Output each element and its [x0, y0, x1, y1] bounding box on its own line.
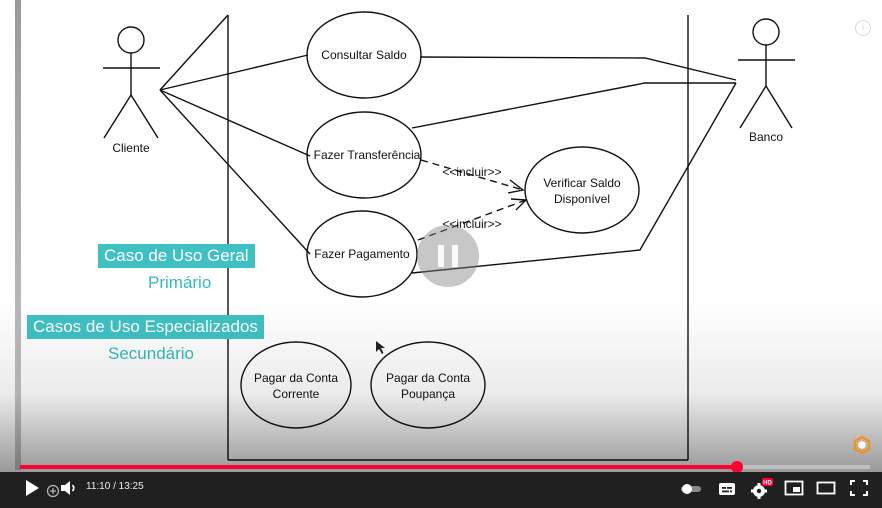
uc-transferencia-ellipse [306, 111, 422, 199]
uc-consultar-ellipse [306, 11, 422, 99]
uc-conta-poupanca-label-2: Poupança [401, 387, 455, 401]
assoc-cliente-consultar [159, 54, 309, 91]
miniplayer-icon[interactable] [784, 480, 804, 496]
uc-pagamento-label: Fazer Pagamento [314, 247, 410, 261]
include-transferencia-line [420, 159, 524, 191]
channel-logo-icon[interactable] [853, 436, 871, 454]
assoc-cliente-pagamento [159, 89, 311, 255]
uc-verificar-ellipse [524, 146, 640, 234]
time-display: 11:10 / 13:25 [86, 481, 144, 492]
uc-verificar-label-1: Verificar Saldo [543, 176, 621, 190]
info-icon[interactable]: i [855, 20, 871, 36]
time-current: 11:10 [86, 481, 111, 492]
uc-verificar-label-2: Disponível [554, 192, 610, 206]
uc-transferencia-label: Fazer Transferência [314, 148, 421, 162]
label-primario: Primário [148, 273, 212, 292]
assoc-banco-pagamento [411, 82, 737, 274]
actor-banco-figure [738, 18, 795, 129]
time-separator: / [110, 481, 119, 492]
actor-cliente-label: Cliente [112, 141, 150, 155]
time-total: 13:25 [118, 481, 144, 492]
actor-banco-label: Banco [749, 130, 783, 144]
uc-conta-poupanca-label-1: Pagar da Conta [386, 371, 470, 385]
hd-badge: HD [763, 481, 772, 487]
uc-consultar-label: Consultar Saldo [321, 48, 407, 62]
uc-conta-corrente-label-2: Corrente [273, 387, 320, 401]
assoc-banco-consultar [419, 56, 737, 81]
settings-icon[interactable]: HD [750, 478, 774, 500]
label-casos-especializados: Casos de Uso Especializados [27, 315, 264, 339]
assoc-cliente-top [159, 14, 229, 91]
uc-conta-corrente-ellipse [240, 341, 352, 429]
uc-pagamento-ellipse [306, 210, 418, 298]
player-controls: 11:10 / 13:25 HD [0, 472, 882, 508]
assoc-cliente-transferencia [159, 89, 311, 157]
include-label-pagamento: <<incluir>> [442, 217, 501, 231]
label-secundario: Secundário [108, 344, 195, 363]
progress-played [20, 465, 737, 469]
subtitles-icon[interactable] [718, 481, 736, 497]
autoplay-toggle-icon[interactable] [680, 483, 702, 495]
include-label-transferencia: <<incluir>> [442, 165, 501, 179]
include-pagamento-arrow [510, 198, 528, 211]
play-icon[interactable] [24, 479, 40, 497]
pause-bar-left [438, 245, 444, 267]
actor-cliente-figure [103, 26, 160, 139]
pause-overlay-button[interactable] [417, 225, 479, 287]
progress-bar[interactable] [20, 461, 870, 473]
progress-scrubber[interactable] [730, 461, 743, 473]
fullscreen-icon[interactable] [850, 480, 868, 496]
mouse-cursor-icon [376, 341, 385, 354]
theater-icon[interactable] [816, 480, 836, 496]
label-caso-uso-geral: Caso de Uso Geral [98, 244, 255, 268]
uc-conta-corrente-label-1: Pagar da Conta [254, 371, 338, 385]
video-left-edge [15, 0, 21, 470]
uc-conta-poupanca-ellipse [370, 341, 486, 429]
volume-icon[interactable] [60, 480, 78, 496]
next-icon[interactable] [46, 484, 60, 498]
include-transferencia-arrow [507, 179, 525, 194]
assoc-banco-transferencia [411, 82, 736, 129]
pause-bar-right [452, 245, 458, 267]
